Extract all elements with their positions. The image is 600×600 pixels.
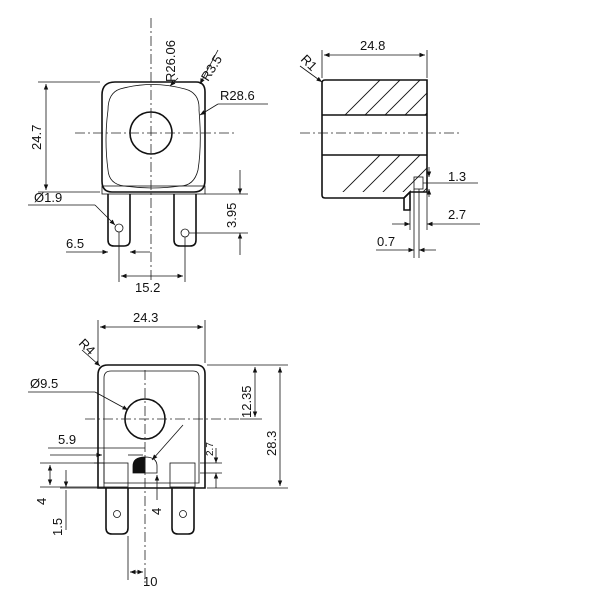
side-outline: [321, 79, 428, 199]
side-hatch-top: [344, 80, 427, 115]
dim-bottom-10: 10: [143, 574, 157, 589]
dim-bottom-5-9: 5.9: [58, 432, 76, 447]
dim-side-2-7: 2.7: [448, 207, 466, 222]
dim-bottom-center-4: 4: [149, 508, 164, 515]
dim-r35: R3.5: [198, 52, 225, 83]
dim-bottom-width: 24.3: [133, 310, 158, 325]
dim-bottom-height: 28.3: [264, 431, 279, 456]
front-inner-body: [105, 84, 201, 189]
bottom-outer-body: [97, 364, 206, 489]
dim-bottom-key-2-7: 2.7: [205, 442, 216, 456]
side-view: 24.8 R1 1.3 2.7 0.7: [298, 38, 480, 258]
bottom-key: [144, 456, 158, 474]
front-outer-body: [101, 81, 206, 193]
dim-pin-offset: 3.95: [224, 203, 239, 228]
bottom-slot-right: [169, 462, 196, 488]
side-hatch-bottom: [342, 155, 427, 192]
dim-bottom-left-4: 4: [34, 498, 49, 505]
bottom-inner-body: [103, 370, 200, 484]
bottom-view: 24.3 R4 Ø9.5 12.35 28.3 5.9 2.7: [28, 310, 288, 589]
dim-r26: R26.06: [163, 40, 178, 82]
bottom-slot-left: [103, 462, 129, 488]
front-base-strip: [101, 185, 206, 195]
dim-side-length: 24.8: [360, 38, 385, 53]
dim-side-0-7: 0.7: [377, 234, 395, 249]
side-terminal: [403, 190, 411, 211]
dim-bottom-r4: R4: [76, 336, 98, 358]
dim-bottom-1-5: 1.5: [50, 518, 65, 536]
front-terminal-right-hole: [180, 228, 190, 238]
dim-bottom-12-35: 12.35: [239, 385, 254, 418]
dim-front-height: 24.7: [29, 125, 44, 150]
bottom-terminal-left: [105, 488, 129, 535]
front-terminal-left-hole: [114, 223, 124, 233]
dim-r286: R28.6: [220, 88, 255, 103]
dim-pin-width: 6.5: [66, 236, 84, 251]
dim-pin-hole-dia: Ø1.9: [34, 190, 62, 205]
dim-pin-spacing: 15.2: [135, 280, 160, 295]
front-view: 24.7 R26.06 R3.5 R28.6 Ø1.9 3.95 6.5 15.…: [28, 18, 268, 295]
dim-side-1-3: 1.3: [448, 169, 466, 184]
dim-bottom-hole-dia: Ø9.5: [30, 376, 58, 391]
side-terminal-clip: [413, 176, 424, 190]
dim-side-r1: R1: [298, 52, 320, 74]
bottom-terminal-right: [171, 488, 195, 535]
